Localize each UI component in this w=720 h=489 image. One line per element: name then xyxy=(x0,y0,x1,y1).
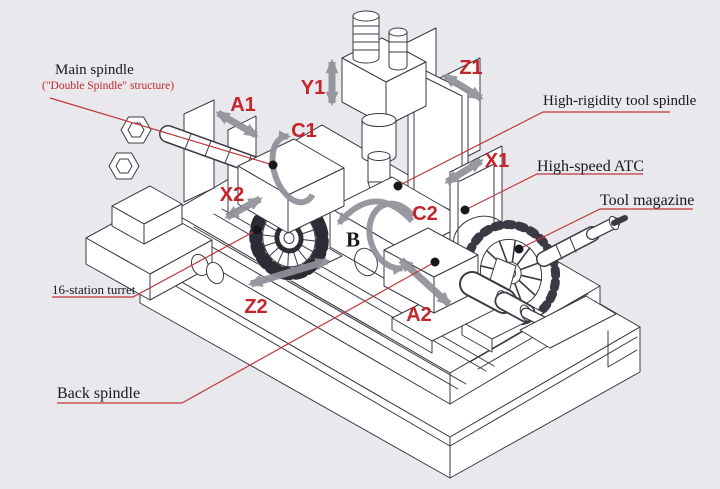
axis-label-x1: X1 xyxy=(484,150,510,172)
back-spindle-label: Back spindle xyxy=(57,385,141,402)
a2-axis-arrow xyxy=(398,257,452,307)
axis-label-c2: C2 xyxy=(412,203,438,225)
main-spindle-dot xyxy=(268,160,278,170)
left-shelf xyxy=(85,185,225,301)
main-spindle-label: Main spindle xyxy=(55,62,134,78)
a1-axis-arrow xyxy=(215,109,259,139)
turret-leader-line xyxy=(52,229,258,298)
main-spindle-leader-line xyxy=(49,97,274,166)
atc-label: High-speed ATC xyxy=(537,158,645,175)
tool-spindle-leader-line xyxy=(397,111,670,187)
z1-axis-arrow xyxy=(442,73,484,101)
tool-magazine-dot xyxy=(514,244,524,254)
c1-rotation-arrow xyxy=(269,130,316,206)
atc-leader-line xyxy=(464,173,643,211)
tool-magazine-label: Tool magazine xyxy=(600,192,695,209)
leader-dots xyxy=(252,160,524,267)
axis-label-a2: A2 xyxy=(406,304,432,326)
tool-spindle-label: High-rigidity tool spindle xyxy=(543,93,697,109)
back-spindle-assembly xyxy=(383,227,617,354)
back-spindle-leader-line xyxy=(57,261,436,404)
tool-magazine-leader-line xyxy=(518,208,693,250)
back-spindle-dot xyxy=(430,257,440,267)
c2-rotation-arrow xyxy=(366,200,416,275)
axis-label-x2: X2 xyxy=(219,184,245,206)
axis-label-c1: C1 xyxy=(291,120,317,142)
leader-lines xyxy=(49,97,693,404)
axis-label-b: B xyxy=(345,227,361,252)
axis-label-z1: Z1 xyxy=(459,57,483,79)
x1-axis-arrow xyxy=(444,158,484,185)
axis-label-a1: A1 xyxy=(230,94,256,116)
atc-dot xyxy=(460,205,470,215)
main-spindle-sublabel: ("Double Spindle" structure) xyxy=(42,80,175,92)
axis-label-y1: Y1 xyxy=(300,77,326,99)
z2-axis-arrow xyxy=(247,257,331,288)
main-spindle-assembly xyxy=(108,99,345,234)
tool-spindle-dot xyxy=(393,181,403,191)
turret-dot xyxy=(252,225,262,235)
x2-axis-arrow xyxy=(224,195,263,221)
axis-label-z2: Z2 xyxy=(244,296,268,318)
turret-label: 16-station turret xyxy=(52,282,136,297)
b-rotation-arrow xyxy=(336,198,415,226)
